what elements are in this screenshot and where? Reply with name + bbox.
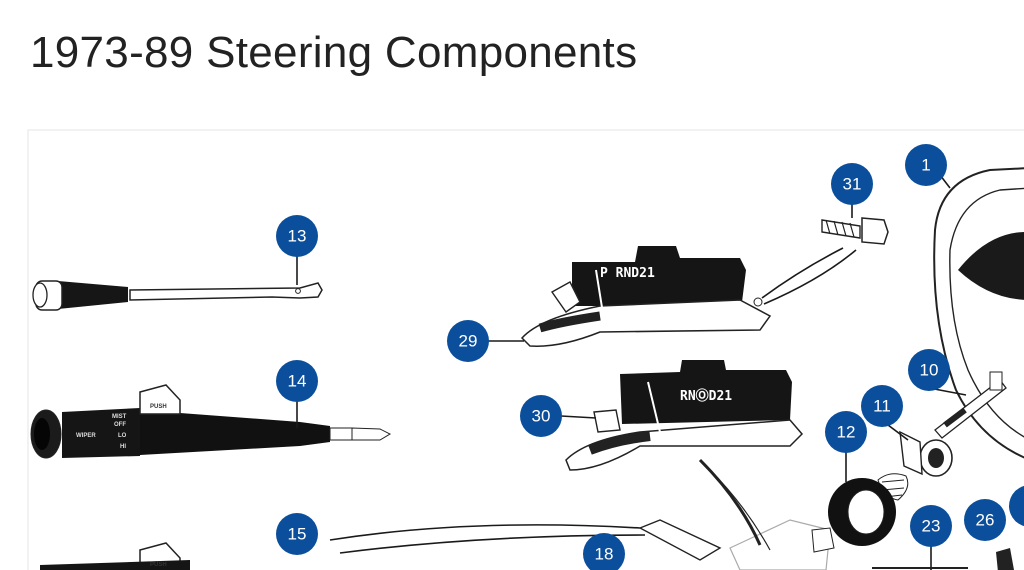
part-11-housing[interactable] <box>877 430 953 501</box>
svg-text:WIPER: WIPER <box>76 433 96 439</box>
svg-text:LO: LO <box>118 433 127 439</box>
svg-text:15: 15 <box>288 525 307 544</box>
part-14-wiper-lever[interactable]: MIST OFF LO HI WIPER PUSH <box>30 384 392 459</box>
selector-lower-text: RNⓄD21 <box>680 388 732 404</box>
svg-text:14: 14 <box>288 372 307 391</box>
callout-13[interactable]: 13 <box>276 215 318 257</box>
svg-text:29: 29 <box>459 332 478 351</box>
svg-text:PUSH: PUSH <box>150 562 167 568</box>
part-18-column-bracket[interactable] <box>638 458 835 570</box>
page-title: 1973-89 Steering Components <box>30 28 638 77</box>
svg-text:23: 23 <box>922 517 941 536</box>
svg-text:PUSH: PUSH <box>150 404 167 410</box>
svg-text:MIST: MIST <box>112 414 127 420</box>
svg-text:31: 31 <box>843 175 862 194</box>
callout-1[interactable]: 1 <box>905 144 947 186</box>
part-10-switch-assembly[interactable] <box>934 371 1007 439</box>
svg-text:HI: HI <box>120 444 126 450</box>
callout-15[interactable]: 15 <box>276 513 318 555</box>
selector-upper-text: P RND21 <box>600 266 655 281</box>
part-12-washer[interactable] <box>828 478 896 546</box>
part-29-shift-indicator-upper[interactable] <box>520 246 772 347</box>
svg-text:10: 10 <box>920 361 939 380</box>
svg-text:30: 30 <box>532 407 551 426</box>
callout-26[interactable]: 26 <box>964 499 1006 541</box>
callout-23[interactable]: 23 <box>910 505 952 547</box>
part-26-screw[interactable] <box>996 548 1014 570</box>
svg-text:OFF: OFF <box>114 422 126 428</box>
svg-text:12: 12 <box>837 423 856 442</box>
svg-text:1: 1 <box>921 156 930 175</box>
svg-text:18: 18 <box>595 545 614 564</box>
callout-10[interactable]: 10 <box>908 349 950 391</box>
callout-31[interactable]: 31 <box>831 163 873 205</box>
part-13-turn-signal-lever[interactable] <box>32 280 323 311</box>
callout-18[interactable]: 18 <box>583 533 625 570</box>
svg-text:26: 26 <box>976 511 995 530</box>
callout-11[interactable]: 11 <box>861 385 903 427</box>
callout-partial-right[interactable] <box>1009 485 1024 527</box>
svg-text:11: 11 <box>873 397 891 416</box>
part-15-lever[interactable]: PUSH <box>40 542 190 570</box>
callout-12[interactable]: 12 <box>825 411 867 453</box>
callout-30[interactable]: 30 <box>520 395 562 437</box>
callout-14[interactable]: 14 <box>276 360 318 402</box>
svg-text:13: 13 <box>288 227 307 246</box>
part-1-steering-wheel[interactable] <box>933 167 1024 460</box>
part-30-shift-indicator-lower[interactable] <box>565 360 804 471</box>
callout-29[interactable]: 29 <box>447 320 489 362</box>
part-31-screw[interactable] <box>753 217 889 307</box>
